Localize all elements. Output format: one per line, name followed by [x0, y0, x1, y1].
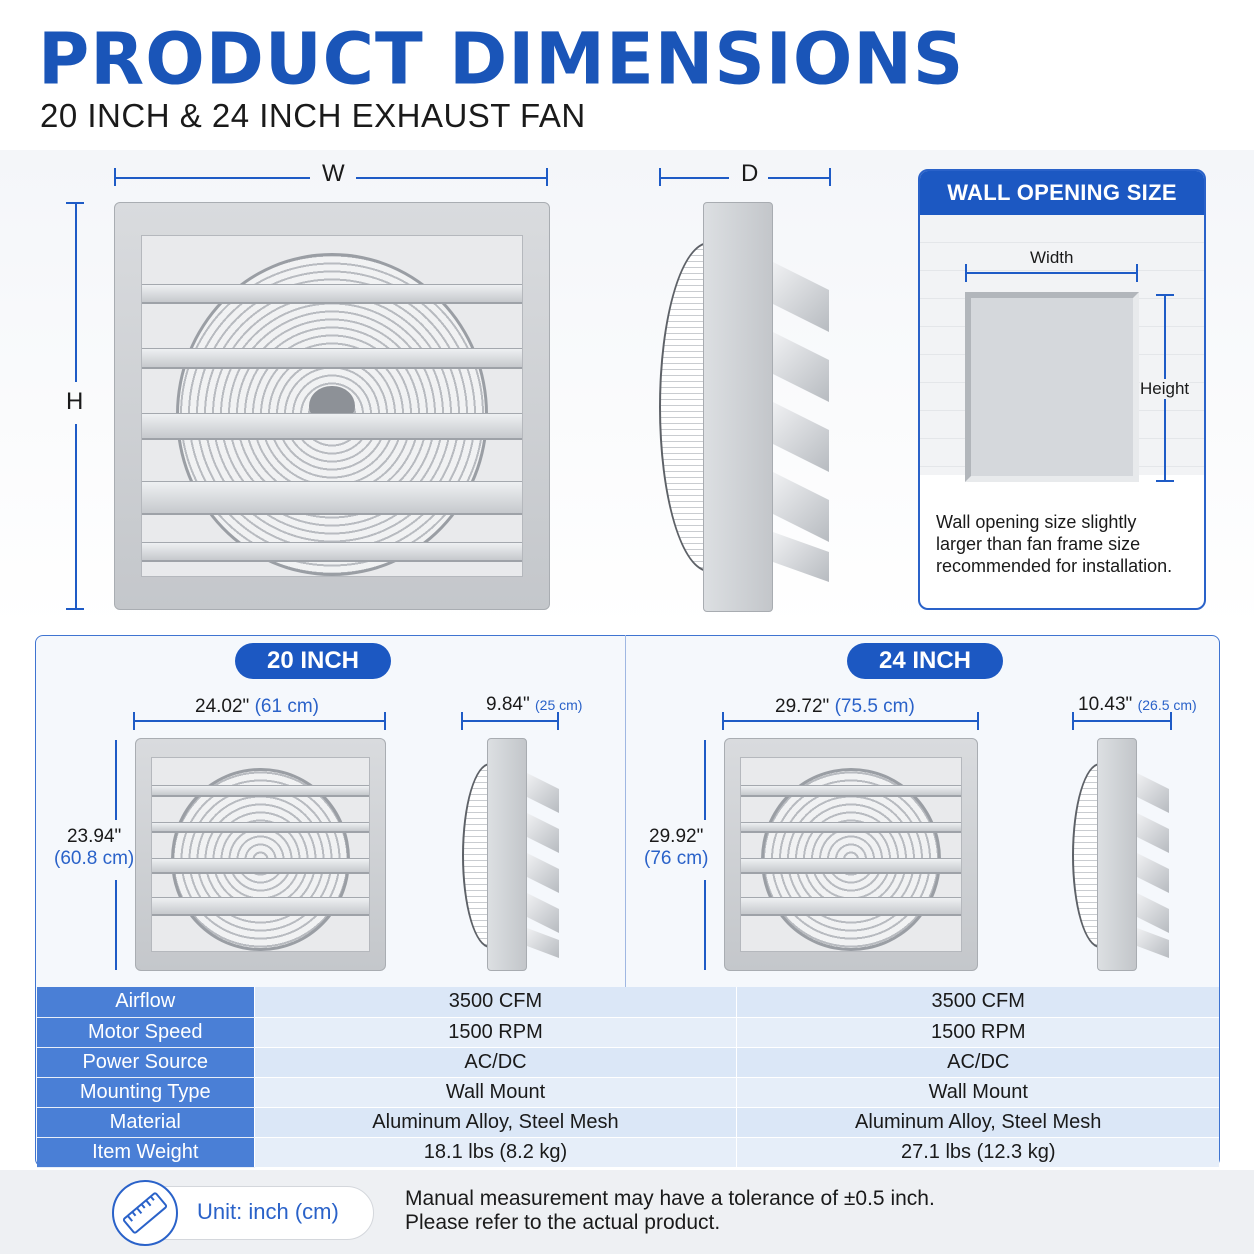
spec-value-24: 1500 RPM [736, 1017, 1219, 1048]
dimension-tick [1072, 712, 1074, 730]
model-24-front-image [724, 738, 978, 971]
dimension-line [115, 740, 117, 820]
dimension-tick [965, 264, 967, 282]
spec-value-24: 27.1 lbs (12.3 kg) [736, 1137, 1219, 1168]
dimension-tick [1170, 712, 1172, 730]
spec-value-24: 3500 CFM [736, 987, 1219, 1018]
table-row: Motor Speed 1500 RPM 1500 RPM [37, 1017, 1219, 1048]
dimension-tick [1156, 480, 1174, 482]
dimension-line [768, 177, 831, 179]
dimension-line [659, 177, 729, 179]
table-row: Mounting Type Wall Mount Wall Mount [37, 1077, 1219, 1108]
wall-opening-note: Wall opening size slightly larger than f… [936, 512, 1173, 576]
wall-width-label: Width [1030, 248, 1074, 267]
spec-label: Motor Speed [37, 1017, 254, 1048]
dimension-line [462, 720, 558, 722]
spec-value-24: Aluminum Alloy, Steel Mesh [736, 1107, 1219, 1138]
table-row: Power Source AC/DC AC/DC [37, 1047, 1219, 1078]
model-24-depth-label: 10.43" (26.5 cm) [1078, 694, 1197, 715]
dimension-tick [722, 712, 724, 730]
dimension-line [114, 177, 310, 179]
spec-label: Power Source [37, 1047, 254, 1078]
dimension-line [135, 720, 385, 722]
dimension-line [115, 880, 117, 970]
spec-value-24: Wall Mount [736, 1077, 1219, 1108]
spec-label: Airflow [37, 987, 254, 1018]
model-20-front-image [135, 738, 386, 971]
fan-front-view-image [114, 202, 550, 610]
ruler-icon [112, 1180, 178, 1246]
dimension-line [1073, 720, 1171, 722]
dimension-line [356, 177, 548, 179]
model-24-height-label: 29.92" (76 cm) [644, 826, 709, 869]
width-letter: W [322, 160, 345, 187]
table-row: Material Aluminum Alloy, Steel Mesh Alum… [37, 1107, 1219, 1138]
spec-label: Mounting Type [37, 1077, 254, 1108]
model-20-height-label: 23.94" (60.8 cm) [54, 826, 135, 869]
model-24-badge: 24 INCH [847, 643, 1003, 679]
spec-value-20: 18.1 lbs (8.2 kg) [253, 1137, 737, 1168]
model-24-width-label: 29.72" (75.5 cm) [775, 696, 915, 717]
header: PRODUCT DIMENSIONS 20 INCH & 24 INCH EXH… [0, 0, 1254, 150]
model-20-width-label: 24.02" (61 cm) [195, 696, 319, 717]
unit-label: Unit: inch (cm) [197, 1199, 339, 1224]
fan-frame [703, 202, 773, 612]
spec-value-20: 3500 CFM [253, 987, 737, 1018]
page-subtitle: 20 INCH & 24 INCH EXHAUST FAN [40, 97, 586, 134]
wall-opening-panel: WALL OPENING SIZE Width Height Wall open… [918, 169, 1206, 610]
spec-value-20: Wall Mount [253, 1077, 737, 1108]
dimension-line [704, 880, 706, 970]
spec-value-20: AC/DC [253, 1047, 737, 1078]
spec-value-20: Aluminum Alloy, Steel Mesh [253, 1107, 737, 1138]
dimension-tick [557, 712, 559, 730]
spec-label: Item Weight [37, 1137, 254, 1168]
table-row: Airflow 3500 CFM 3500 CFM [37, 987, 1219, 1018]
dimension-tick [977, 712, 979, 730]
spec-value-24: AC/DC [736, 1047, 1219, 1078]
model-divider [625, 635, 626, 1167]
dimension-line [75, 202, 77, 382]
model-20-badge: 20 INCH [235, 643, 391, 679]
wall-opening-title: WALL OPENING SIZE [920, 171, 1204, 215]
height-letter: H [66, 388, 84, 415]
model-24-side-image [1072, 738, 1172, 971]
page-title: PRODUCT DIMENSIONS [38, 17, 965, 101]
dimension-line [75, 424, 77, 610]
dimension-tick [829, 168, 831, 186]
dimension-tick [1136, 264, 1138, 282]
dimension-tick [133, 712, 135, 730]
wall-height-label: Height [1140, 379, 1190, 399]
table-row: Item Weight 18.1 lbs (8.2 kg) 27.1 lbs (… [37, 1137, 1219, 1168]
wall-opening-illustration [965, 292, 1139, 482]
spec-table: Airflow 3500 CFM 3500 CFM Motor Speed 15… [37, 987, 1219, 1168]
fan-side-view-image [659, 202, 831, 612]
tolerance-note: Manual measurement may have a tolerance … [405, 1187, 935, 1234]
dimension-line [724, 720, 978, 722]
fan-cage [659, 242, 709, 572]
dimension-tick [461, 712, 463, 730]
dimension-line [704, 740, 706, 820]
depth-letter: D [741, 160, 759, 187]
spec-value-20: 1500 RPM [253, 1017, 737, 1048]
model-20-depth-label: 9.84" (25 cm) [486, 694, 583, 715]
dimension-tick [66, 608, 84, 610]
dimension-tick [546, 168, 548, 186]
model-20-side-image [462, 738, 560, 971]
dimension-tick [1156, 294, 1174, 296]
spec-label: Material [37, 1107, 254, 1138]
dimension-tick [384, 712, 386, 730]
dimension-line [966, 272, 1138, 274]
